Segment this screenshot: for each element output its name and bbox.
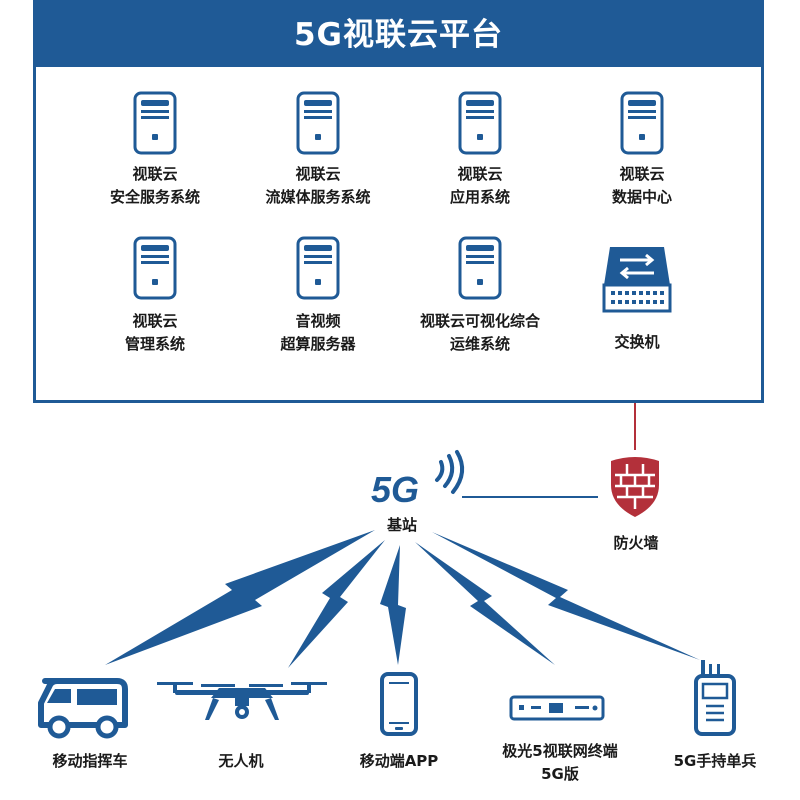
terminal-label-line1: 无人机 — [218, 752, 264, 770]
terminal-label-line1: 极光5视联网终端 — [502, 742, 618, 760]
lightning-to-radio — [432, 532, 700, 660]
terminal-label-line1: 5G手持单兵 — [673, 752, 757, 770]
5g-signal-icon: 5G — [371, 450, 465, 510]
server-tower-icon — [296, 236, 340, 300]
network-switch-icon — [602, 247, 672, 313]
base-station-logo: 5G — [371, 469, 419, 510]
server-tower-icon — [620, 91, 664, 155]
server-label-line2: 超算服务器 — [280, 335, 356, 353]
switch-label: 交换机 — [614, 333, 660, 351]
wireless-links — [105, 530, 700, 668]
platform-title: 5G视联云平台 — [293, 17, 503, 53]
lightning-to-phone — [380, 545, 406, 665]
server-label-line2: 流媒体服务系统 — [265, 188, 371, 206]
lightning-to-vehicle — [105, 530, 375, 665]
server-tower-icon — [458, 91, 502, 155]
server-label-line1: 视联云 — [619, 165, 665, 183]
drone-icon — [157, 682, 327, 720]
server-label-line1: 音视频 — [295, 312, 341, 330]
server-tower-icon — [133, 91, 177, 155]
server-tower-icon — [458, 236, 502, 300]
lightning-to-terminal — [415, 542, 555, 665]
walkie-talkie-icon — [694, 660, 736, 736]
server-label-line1: 视联云 — [295, 165, 341, 183]
firewall-shield-icon — [611, 457, 659, 517]
firewall-label: 防火墙 — [613, 534, 659, 552]
server-tower-icon — [296, 91, 340, 155]
terminal-label-line1: 移动端APP — [359, 752, 439, 770]
server-label-line2: 安全服务系统 — [109, 188, 200, 206]
server-label-line2: 管理系统 — [124, 335, 185, 353]
terminal-label-line2: 5G版 — [541, 765, 579, 783]
server-label-line1: 视联云 — [132, 165, 178, 183]
base-station-label: 基站 — [386, 516, 417, 534]
server-label-line2: 运维系统 — [449, 335, 510, 353]
platform-header — [36, 3, 761, 67]
server-tower-icon — [133, 236, 177, 300]
platform-box: 5G视联云平台 — [33, 0, 764, 403]
server-label-line2: 数据中心 — [611, 188, 672, 206]
lightning-to-drone — [288, 540, 385, 668]
server-label-line1: 视联云 — [457, 165, 503, 183]
terminal-label-line1: 移动指挥车 — [52, 752, 128, 770]
smartphone-icon — [380, 672, 418, 736]
van-icon — [38, 678, 128, 739]
server-label-line2: 应用系统 — [449, 188, 510, 206]
set-top-box-icon — [509, 695, 605, 721]
server-label-line1: 视联云 — [132, 312, 178, 330]
server-label-line1: 视联云可视化综合 — [419, 312, 540, 330]
